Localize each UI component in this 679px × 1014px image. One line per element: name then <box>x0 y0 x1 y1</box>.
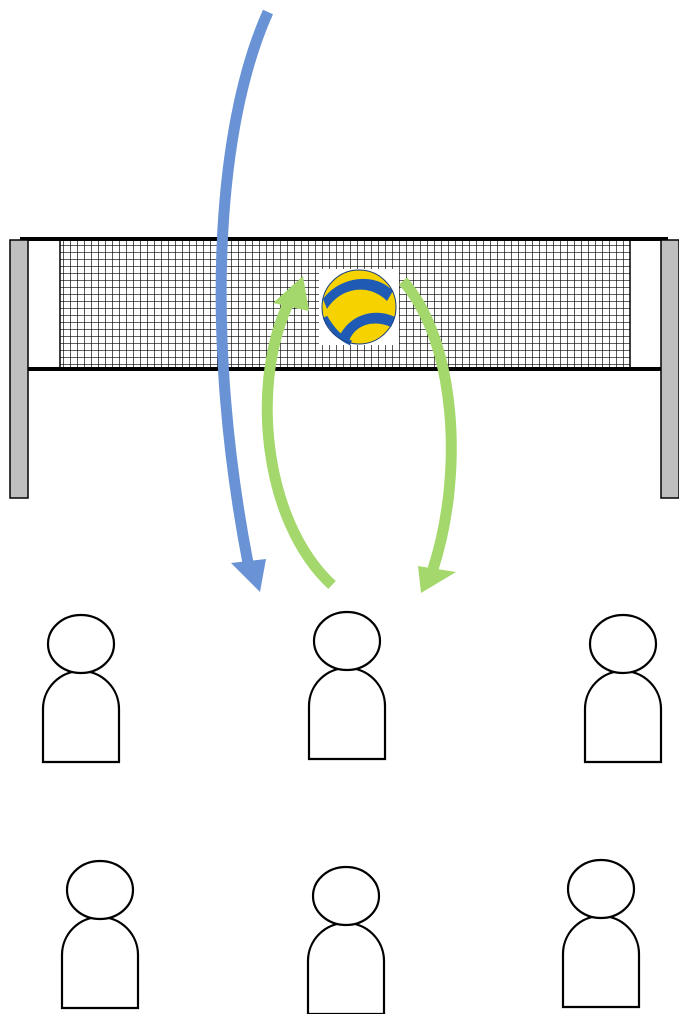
player-head <box>48 615 114 673</box>
player-body <box>62 917 138 1008</box>
player-body <box>563 916 639 1007</box>
player-head <box>314 612 380 670</box>
player-body <box>43 671 119 762</box>
players <box>43 612 661 1014</box>
player-person-icon <box>308 867 384 1014</box>
net-post-right <box>661 240 679 498</box>
arrowhead <box>418 566 456 593</box>
arrowhead <box>231 559 266 592</box>
player-body <box>309 668 385 759</box>
net-post-left <box>10 240 28 498</box>
player-person-icon <box>43 615 119 762</box>
player-person-icon <box>309 612 385 759</box>
volleyball-icon <box>319 269 399 345</box>
player-head <box>590 615 656 673</box>
player-person-icon <box>585 615 661 762</box>
player-person-icon <box>62 861 138 1008</box>
player-body <box>308 923 384 1014</box>
player-head <box>67 861 133 919</box>
player-head <box>313 867 379 925</box>
player-body <box>585 671 661 762</box>
player-head <box>568 860 634 918</box>
player-person-icon <box>563 860 639 1007</box>
